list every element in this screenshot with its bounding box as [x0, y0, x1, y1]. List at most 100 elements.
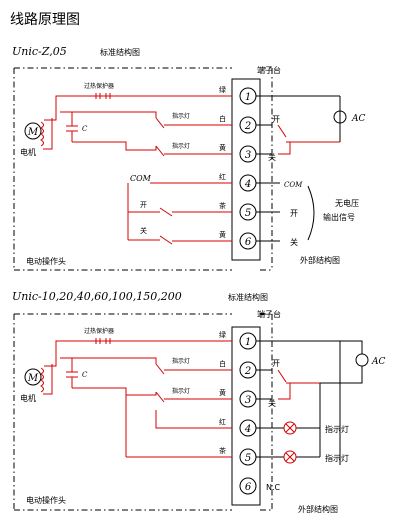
- terminal-label: 4: [244, 424, 251, 435]
- overload-label: 过热保护器: [84, 82, 114, 90]
- terminal-label: 3: [245, 395, 251, 406]
- open-label-right: 开: [272, 359, 280, 368]
- wire-green-line: [44, 340, 232, 367]
- terminal-label: 3: [245, 150, 251, 161]
- close-label-right: 关: [268, 152, 276, 162]
- terminal-label: 6: [245, 482, 252, 493]
- wire-color-label: 红: [219, 417, 226, 426]
- top-diagram: Unic-Z,05 标准结构图 端子台 1 2 3 4 5 6 绿 白 黄 红 …: [12, 45, 365, 271]
- ac-source: [355, 353, 369, 367]
- output-open-label: 开: [290, 209, 298, 218]
- external-label: 外部结构图: [300, 255, 340, 265]
- lamp-1-label: 指示灯: [325, 424, 349, 434]
- signal-wires: [256, 182, 280, 242]
- capacitor-label: C: [82, 371, 88, 379]
- lamp-2: [283, 450, 297, 464]
- signal-label-1: 无电压: [335, 198, 359, 208]
- wire-color-label: 绿: [219, 85, 226, 94]
- indicator-2-label: 指示灯: [172, 142, 190, 150]
- output-close-label: 关: [290, 237, 298, 247]
- com-wiring: [127, 182, 232, 241]
- signal-label-2: 输出信号: [323, 212, 355, 222]
- terminal-label: 1: [245, 92, 251, 103]
- actuator-label: 电动操作头: [26, 256, 66, 266]
- selector-switch: [277, 369, 320, 400]
- close-label-left: 关: [140, 226, 147, 235]
- bottom-terminals: 1 2 3 4 5 6: [239, 332, 257, 495]
- external-wiring: [256, 95, 341, 155]
- open-label-left: 开: [140, 201, 147, 209]
- limit-switches: [155, 363, 165, 403]
- terminal-label: 1: [245, 337, 251, 348]
- wire-color-label: 黄: [219, 143, 226, 152]
- indicator-1-label: 指示灯: [172, 357, 190, 365]
- top-enclosure: [13, 67, 273, 271]
- terminal-label: 4: [244, 179, 251, 190]
- selector-switch: [277, 124, 340, 155]
- indicator-1-label: 指示灯: [172, 112, 190, 120]
- ac-wiring: [320, 340, 363, 384]
- top-terminal-block: [231, 78, 261, 261]
- nc-label: N.C: [266, 483, 281, 492]
- motor-letter: M: [27, 373, 39, 384]
- wire-color-label: 黄: [219, 388, 226, 397]
- capacitor-label: C: [82, 125, 88, 133]
- ac-label: AC: [371, 357, 385, 367]
- motor-symbol: [24, 368, 42, 386]
- motor-letter: M: [27, 127, 39, 138]
- indicator-2-label: 指示灯: [172, 387, 190, 395]
- capacitor: [66, 112, 78, 142]
- wire-green-line: [44, 95, 232, 121]
- bottom-diagram: Unic-10,20,40,60,100,150,200 标准结构图 端子台 1…: [12, 290, 385, 514]
- top-model: Unic-Z,05: [12, 45, 67, 58]
- motor-winding: [40, 121, 44, 147]
- lamp-wiring: [256, 383, 321, 458]
- external-label: 外部结构图: [298, 504, 338, 514]
- lamp-1: [283, 421, 297, 435]
- wire-common: [43, 118, 53, 150]
- motor-label: 电机: [20, 147, 36, 157]
- limit-switches: [155, 117, 165, 157]
- top-terminals: 1 2 3 4 5 6: [239, 87, 257, 250]
- ac-source: [333, 110, 347, 124]
- wire-color-label: 茶: [219, 446, 226, 455]
- overload-protector: [95, 93, 111, 99]
- com-label-right: COM: [284, 181, 303, 189]
- indicator-wiring: [125, 395, 232, 458]
- bottom-struct-label: 标准结构图: [228, 292, 268, 302]
- signal-brace: [307, 185, 315, 241]
- actuator-label: 电动操作头: [26, 495, 66, 505]
- open-label-right: 开: [272, 115, 280, 124]
- terminal-label: 2: [244, 121, 251, 132]
- wire-color-label: 黄: [219, 230, 226, 239]
- terminal-label: 2: [244, 366, 251, 377]
- terminal-label: 6: [245, 237, 252, 248]
- motor-symbol: [24, 122, 42, 140]
- overload-protector: [95, 338, 111, 344]
- limit-switch-wires: [164, 369, 232, 400]
- terminal-6: [239, 477, 257, 495]
- close-label-right: 关: [268, 398, 276, 408]
- top-terminal-block-label: 端子台: [257, 65, 281, 75]
- bottom-model: Unic-10,20,40,60,100,150,200: [12, 290, 182, 303]
- wire-color-label: 白: [219, 114, 226, 123]
- capacitor: [66, 358, 78, 388]
- overload-label: 过热保护器: [84, 327, 114, 335]
- wire-color-label: 绿: [219, 330, 226, 339]
- motor-label: 电机: [20, 393, 36, 403]
- bottom-enclosure: [13, 313, 273, 511]
- external-wiring: [256, 340, 341, 465]
- wire-color-label: 茶: [219, 201, 226, 210]
- com-label-left: COM: [130, 174, 152, 183]
- motor-winding: [40, 367, 44, 393]
- top-struct-label: 标准结构图: [100, 47, 140, 57]
- wire-color-label: 白: [219, 359, 226, 368]
- page-title: 线路原理图: [10, 12, 80, 28]
- cap-wiring: [60, 111, 157, 151]
- terminal-label: 5: [245, 453, 251, 464]
- bottom-terminal-block: [231, 326, 261, 506]
- lamp-2-label: 指示灯: [325, 453, 349, 463]
- terminal-label: 5: [245, 208, 251, 219]
- limit-switch-wires: [164, 124, 232, 155]
